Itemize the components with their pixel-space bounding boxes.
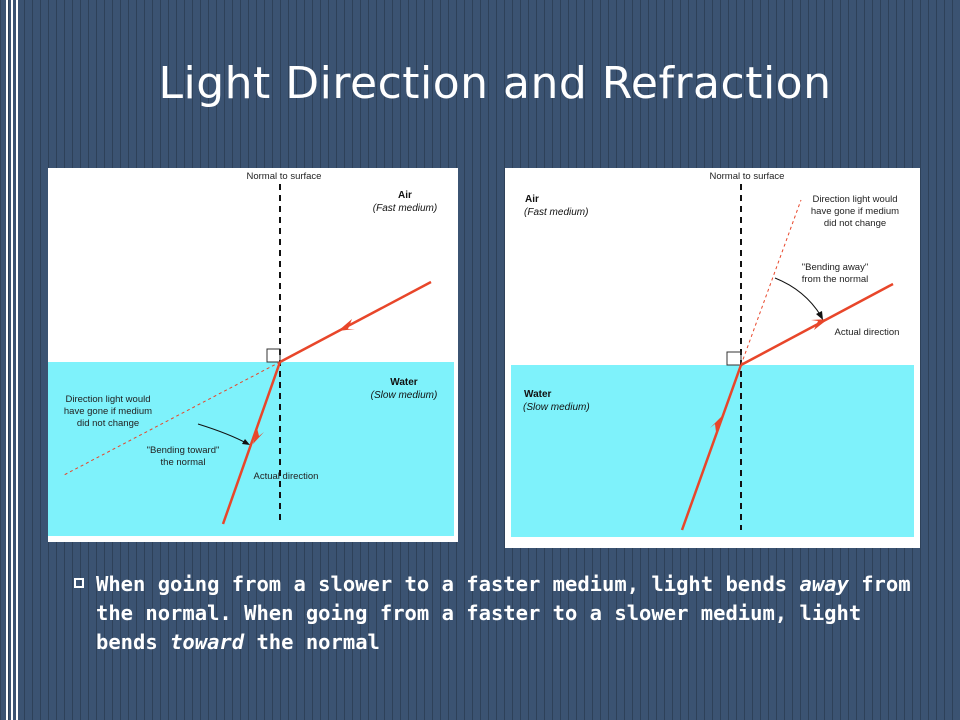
- bullet-text-part-2: from the normal. When going from a faste…: [96, 572, 911, 654]
- bullet-text: When going from a slower to a faster med…: [96, 570, 924, 657]
- bullet-emphasis-away: away: [799, 572, 849, 596]
- normal-label: Normal to surface: [710, 171, 785, 182]
- air-sub-label: (Fast medium): [524, 207, 588, 218]
- water-region: [48, 362, 454, 536]
- direction-label-line-2: have gone if medium: [811, 206, 899, 217]
- bullet-text-part-3: the normal: [244, 630, 380, 654]
- undeviated-path: [63, 361, 281, 476]
- direction-label-line-3: did not change: [824, 218, 886, 229]
- slide-title: Light Direction and Refraction: [158, 58, 832, 109]
- right-angle-marker: [726, 351, 742, 366]
- air-label: Air: [525, 194, 539, 205]
- normal-label: Normal to surface: [247, 171, 322, 182]
- undeviated-path: [740, 199, 802, 366]
- bending-label-line-2: the normal: [161, 457, 206, 468]
- direction-label-line-1: Direction light would: [65, 394, 150, 405]
- water-region: [511, 365, 914, 537]
- bullet-text-part-1: When going from a slower to a faster med…: [96, 572, 800, 596]
- right-angle-marker: [266, 348, 281, 363]
- diagram-air-to-water: Normal to surface Air (Fast medium) Wate…: [48, 168, 458, 542]
- square-bullet-icon: [74, 578, 84, 588]
- refracted-arrowhead: [811, 319, 828, 330]
- incident-arrowhead: [710, 416, 722, 432]
- actual-direction-label: Actual direction: [835, 327, 900, 338]
- incident-arrowhead: [338, 319, 355, 331]
- direction-label-line-1: Direction light would: [812, 194, 897, 205]
- left-edge-lines: [0, 0, 22, 720]
- bending-arrow: [774, 277, 822, 317]
- bullet-emphasis-toward: toward: [170, 630, 245, 654]
- direction-label-line-3: did not change: [77, 418, 139, 429]
- bending-label-line-1: "Bending toward": [147, 445, 220, 456]
- bending-label-line-2: from the normal: [802, 274, 869, 285]
- refracted-ray: [221, 361, 282, 525]
- refracted-arrowhead: [253, 428, 264, 444]
- incident-ray: [279, 280, 432, 364]
- bending-arrowhead: [242, 439, 250, 445]
- water-label: Water: [524, 389, 552, 400]
- actual-direction-label: Actual direction: [254, 471, 319, 482]
- water-sub-label: (Slow medium): [523, 402, 590, 413]
- bending-arrowhead: [816, 311, 823, 320]
- direction-label-line-2: have gone if medium: [64, 406, 152, 417]
- diagram-water-to-air: Normal to surface Air (Fast medium) Wate…: [505, 168, 920, 548]
- water-sub-label: (Slow medium): [371, 390, 438, 401]
- bullet-point: When going from a slower to a faster med…: [74, 570, 924, 657]
- water-label: Water: [390, 377, 418, 388]
- air-sub-label: (Fast medium): [373, 203, 437, 214]
- bending-label-line-1: "Bending away": [802, 262, 868, 273]
- incident-ray: [680, 364, 743, 531]
- air-label: Air: [398, 190, 412, 201]
